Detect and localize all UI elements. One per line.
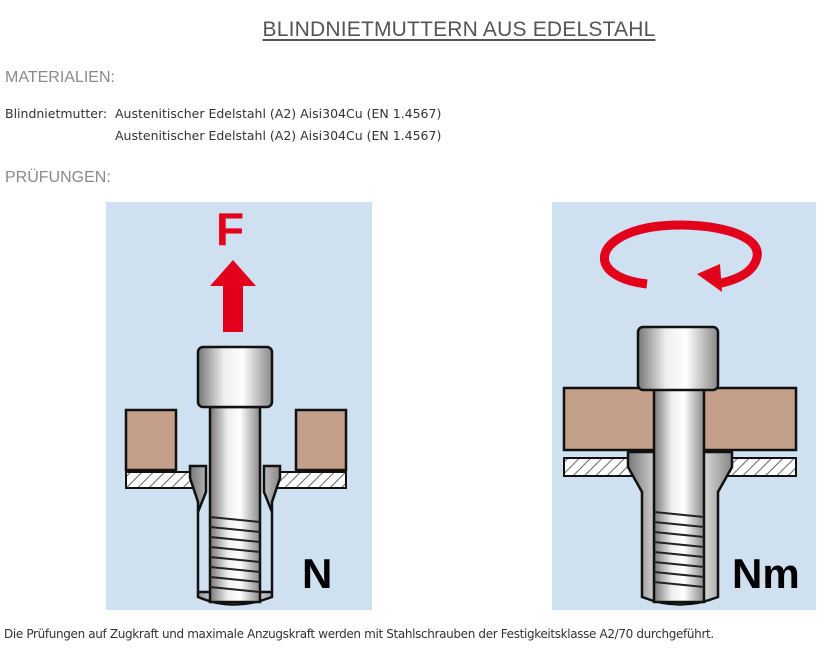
materials-line-1: Austenitischer Edelstahl (A2) Aisi304Cu …: [115, 106, 442, 121]
plate-left: [124, 408, 178, 472]
screw-shank: [208, 405, 262, 604]
page-title: BLINDNIETMUTTERN AUS EDELSTAHL: [262, 18, 656, 41]
newton-meter-label: Nm: [732, 550, 800, 597]
screw-thread: [209, 516, 261, 593]
newton-label: N: [302, 550, 333, 597]
screw-head: [196, 345, 274, 409]
sheet-left: [125, 471, 197, 489]
tests-note: Die Prüfungen auf Zugkraft und maximale …: [4, 627, 714, 641]
plate-right: [294, 408, 348, 472]
screw-head: [636, 325, 720, 392]
materials-line-2: Austenitischer Edelstahl (A2) Aisi304Cu …: [115, 128, 442, 143]
tensile-test-illustration: F N: [106, 202, 372, 610]
rotation-arrow-icon: [600, 220, 762, 292]
materials-heading: MATERIALIEN:: [5, 69, 115, 86]
force-label: F: [216, 203, 245, 255]
sheet-right: [275, 471, 347, 489]
torque-test-illustration: Nm: [552, 202, 816, 610]
tests-heading: PRÜFUNGEN:: [5, 169, 111, 186]
materials-label: Blindnietmutter:: [5, 106, 108, 121]
up-arrow-icon: [210, 260, 256, 332]
screw-thread: [653, 511, 705, 588]
screw-shank: [652, 386, 706, 604]
